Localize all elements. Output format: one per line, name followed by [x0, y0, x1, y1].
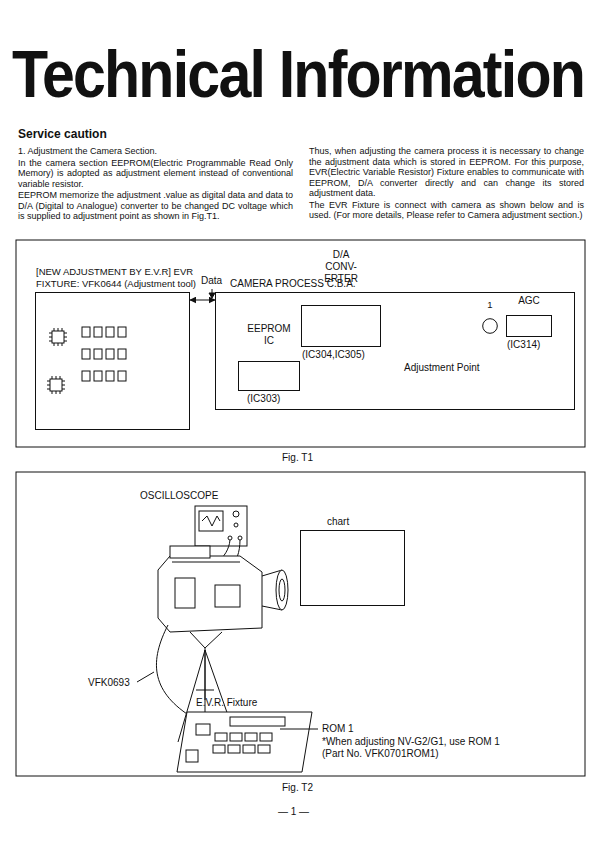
body-text: 1. Adjustment the Camera Section.In the … [18, 146, 584, 222]
paragraph: Thus, when adjusting the camera process … [309, 146, 584, 199]
figure-caption: Fig. T2 [282, 782, 313, 794]
connector [190, 300, 215, 301]
figure-frame [16, 472, 585, 776]
memory-box: EEPROM IC(IC303) [238, 361, 300, 391]
part-label: VFK0693 [88, 677, 130, 689]
circle-outline [478, 318, 502, 334]
part-label: chart [327, 516, 349, 528]
part-label: [NEW ADJUSTMENT BY E.V.R] EVR FIXTURE: V… [36, 266, 201, 290]
part-label: OSCILLOSCOPE [140, 490, 218, 502]
part-label: (IC304,IC305) [302, 349, 365, 361]
note-text: *When adjusting NV-G2/G1, use ROM 1 (Par… [322, 736, 502, 760]
callout-circle: 1 [478, 318, 502, 334]
agc-box: AGC(IC314) [506, 315, 552, 337]
paragraph: The EVR Fixture is connect with camera a… [309, 200, 584, 221]
paragraph: In the camera section EEPROM(Electric Pr… [18, 158, 293, 190]
figure-frame [16, 240, 585, 447]
part-label: E.V.R. Fixture [196, 697, 257, 709]
page-number: — 1 — [278, 806, 309, 818]
evr-fixture-board [177, 712, 318, 772]
paragraph: 1. Adjustment the Camera Section. [18, 146, 293, 157]
paragraph: EEPROM memorize the adjustment .value as… [18, 190, 293, 222]
callout-label: Adjustment Point [404, 362, 480, 374]
part-label: ROM 1 [322, 723, 354, 735]
edge-label: Data [200, 275, 223, 287]
part-label: (IC314) [507, 339, 540, 351]
box-label: 1 [478, 299, 502, 310]
chart-box: chart [300, 530, 405, 606]
converter-box: D/A CONV- ERTER(IC304,IC305) [301, 305, 381, 347]
section-heading: Service caution [18, 128, 107, 140]
box-label: D/A CONV- ERTER [320, 249, 362, 285]
fixture-box: [NEW ADJUSTMENT BY E.V.R] EVR FIXTURE: V… [35, 292, 190, 430]
box-label: AGC [507, 295, 551, 307]
circuit-board-box: CAMERA PROCESS C.B.A.D/A CONV- ERTER(IC3… [215, 292, 575, 410]
fixture-illustration [36, 293, 186, 423]
part-label: (IC303) [247, 393, 280, 405]
page-title: Technical Information [12, 36, 584, 112]
figure-caption: Fig. T1 [282, 452, 313, 464]
box-label: EEPROM IC [245, 323, 293, 347]
